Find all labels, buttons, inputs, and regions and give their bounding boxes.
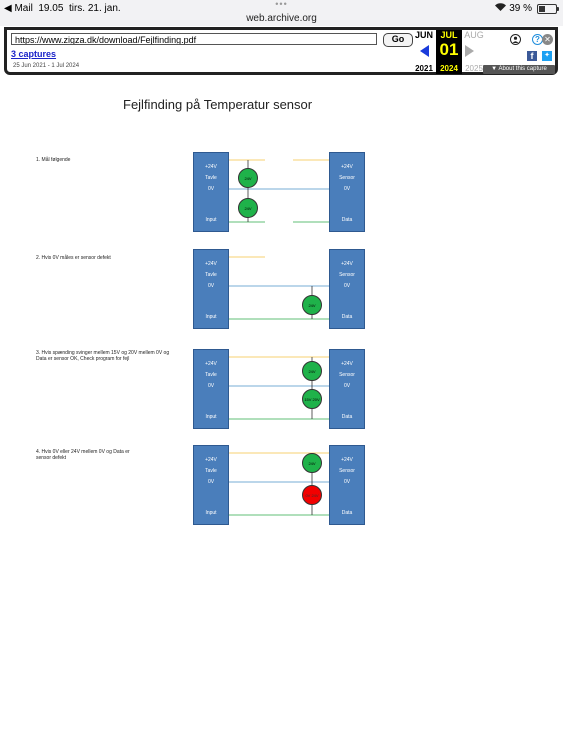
terminal-label: Input xyxy=(205,414,217,420)
terminal-label: Data xyxy=(341,414,353,420)
tavle-box: +24V Tavle 0V Input xyxy=(193,445,229,525)
wayback-toolbar: https://www.zigza.dk/download/Fejlfindin… xyxy=(4,27,558,75)
terminal-label: 0V xyxy=(343,283,351,289)
twitter-icon[interactable]: ✦ xyxy=(542,51,552,61)
terminal-label: Tavle xyxy=(205,468,217,474)
terminal-label: +24V xyxy=(205,361,217,367)
sensor-box: +24V Sensor 0V Data xyxy=(329,349,365,429)
sensor-box: +24V Sensor 0V Data xyxy=(329,249,365,329)
terminal-label: Tavle xyxy=(205,372,217,378)
battery-icon xyxy=(537,3,559,14)
current-month-column xyxy=(436,30,462,74)
current-month-label: JUL xyxy=(440,30,458,40)
terminal-label: 0V xyxy=(343,186,351,192)
prev-capture-arrow-icon[interactable] xyxy=(420,45,429,57)
prev-month-label[interactable]: JUN xyxy=(414,30,433,40)
page-title: Fejlfinding på Temperatur sensor xyxy=(123,97,313,112)
status-bar: ••• ◀ Mail 19.05 tirs. 21. jan. web.arch… xyxy=(0,0,563,26)
terminal-label: Sensor xyxy=(339,272,355,278)
terminal-label: +24V xyxy=(205,261,217,267)
status-time: 19.05 xyxy=(38,3,64,14)
terminal-label: 0V xyxy=(207,186,215,192)
terminal-label: Tavle xyxy=(205,272,217,278)
address-domain[interactable]: web.archive.org xyxy=(246,13,317,24)
status-left: ◀ Mail 19.05 tirs. 21. jan. xyxy=(4,3,121,14)
sensor-box: +24V Sensor 0V Data xyxy=(329,445,365,525)
facebook-icon[interactable]: f xyxy=(527,51,537,61)
voltmeter-icon: 24V xyxy=(302,361,322,381)
terminal-label: Sensor xyxy=(339,175,355,181)
terminal-label: +24V xyxy=(205,457,217,463)
terminal-label: +24V xyxy=(341,164,353,170)
status-right: 39 % xyxy=(495,3,559,14)
terminal-label: Input xyxy=(205,510,217,516)
wifi-icon xyxy=(495,3,507,14)
terminal-label: +24V xyxy=(205,164,217,170)
tavle-box: +24V Tavle 0V Input xyxy=(193,349,229,429)
tavle-box: +24V Tavle 0V Input xyxy=(193,249,229,329)
terminal-label: 0V xyxy=(343,479,351,485)
terminal-label: Data xyxy=(341,510,353,516)
tavle-box: +24V Tavle 0V Input xyxy=(193,152,229,232)
url-input[interactable]: https://www.zigza.dk/download/Fejlfindin… xyxy=(11,33,377,45)
current-year-label: 2024 xyxy=(440,64,458,73)
terminal-label: +24V xyxy=(341,361,353,367)
terminal-label: 0V xyxy=(343,383,351,389)
voltmeter-icon: 15V 20V xyxy=(302,389,322,409)
captures-link[interactable]: 3 captures xyxy=(11,49,57,59)
current-day: 01 xyxy=(439,40,459,59)
voltmeter-icon: 24V xyxy=(302,295,322,315)
voltmeter-icon: 24V xyxy=(238,168,258,188)
more-dots-icon[interactable]: ••• xyxy=(275,0,288,9)
close-icon[interactable]: ✕ xyxy=(542,34,553,45)
back-to-mail-link[interactable]: ◀ Mail xyxy=(4,3,33,14)
go-button[interactable]: Go xyxy=(383,33,413,47)
next-year-label: 2025 xyxy=(465,64,483,73)
terminal-label: Data xyxy=(341,314,353,320)
terminal-label: Input xyxy=(205,217,217,223)
terminal-label: 0V xyxy=(207,283,215,289)
terminal-label: 0V xyxy=(207,383,215,389)
voltmeter-icon: 0V 24V xyxy=(302,485,322,505)
terminal-label: Input xyxy=(205,314,217,320)
status-date: tirs. 21. jan. xyxy=(68,3,121,14)
terminal-label: Data xyxy=(341,217,353,223)
terminal-label: +24V xyxy=(341,261,353,267)
voltmeter-icon: 24V xyxy=(302,453,322,473)
voltmeter-icon: 24V xyxy=(238,198,258,218)
next-month-label: AUG xyxy=(464,30,484,40)
battery-percent: 39 % xyxy=(509,3,532,14)
terminal-label: 0V xyxy=(207,479,215,485)
prev-year-label[interactable]: 2021 xyxy=(415,64,433,73)
terminal-label: +24V xyxy=(341,457,353,463)
terminal-label: Tavle xyxy=(205,175,217,181)
step-instruction: 2. Hvis 0V måles er sensor defekt xyxy=(36,255,111,261)
terminal-label: Sensor xyxy=(339,372,355,378)
capture-range: 25 Jun 2021 - 1 Jul 2024 xyxy=(13,63,80,69)
step-instruction: 1. Mål følgende xyxy=(36,157,71,163)
terminal-label: Sensor xyxy=(339,468,355,474)
user-icon[interactable] xyxy=(510,34,521,45)
about-capture-button[interactable]: ▼ About this capture xyxy=(483,65,555,74)
step-instruction: 3. Hvis spænding svinger mellem 15V og 2… xyxy=(36,350,170,362)
sensor-box: +24V Sensor 0V Data xyxy=(329,152,365,232)
step-instruction: 4. Hvis 0V eller 24V mellem 0V og Data e… xyxy=(36,449,130,461)
next-capture-arrow-icon xyxy=(465,45,474,57)
